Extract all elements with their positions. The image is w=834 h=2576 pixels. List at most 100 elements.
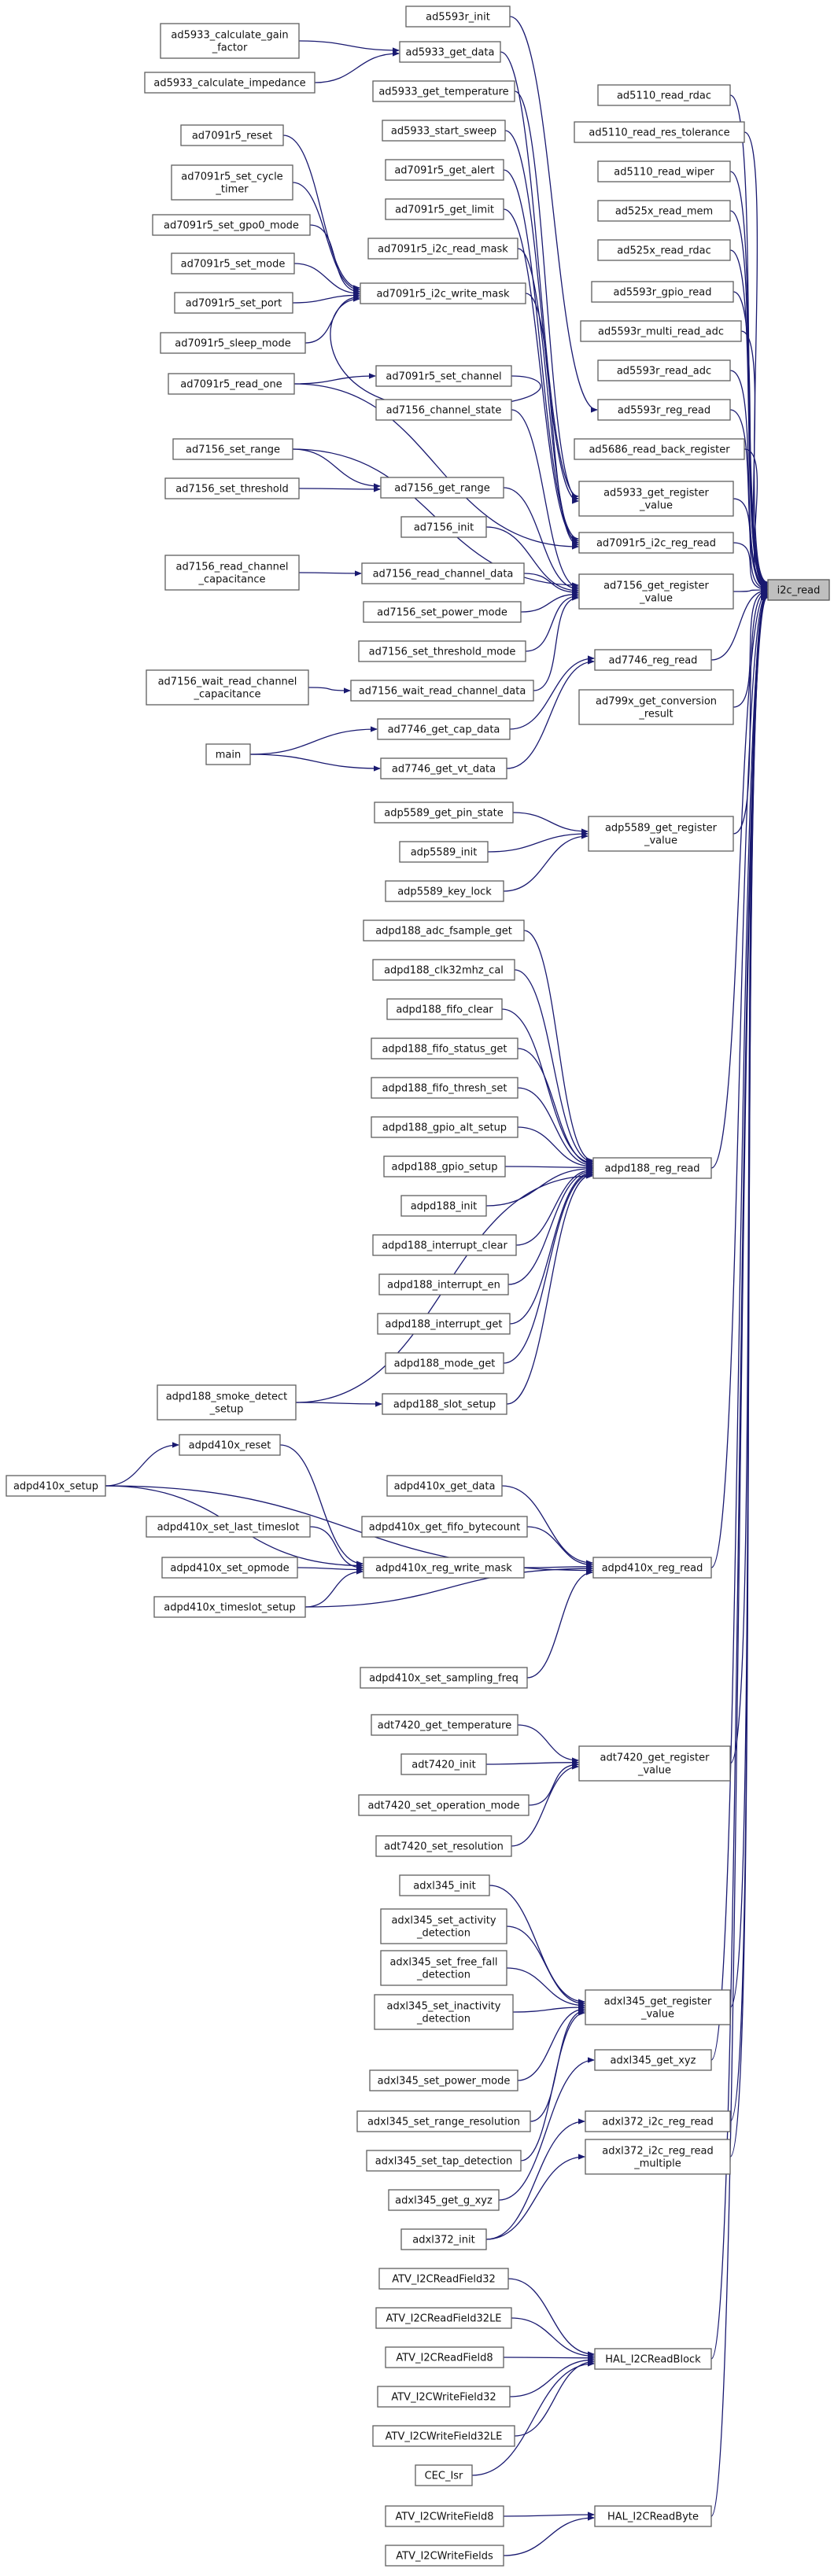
node-adpd188-fifo-status-get[interactable]: adpd188_fifo_status_get (371, 1037, 518, 1060)
node-ad7091r5-get-limit[interactable]: ad7091r5_get_limit (385, 198, 504, 220)
node-adpd410x-setup[interactable]: adpd410x_setup (6, 1475, 106, 1497)
node-ad7746-get-vt-data[interactable]: ad7746_get_vt_data (380, 757, 507, 779)
node-adt7420-set-resolution[interactable]: adt7420_set_resolution (375, 1835, 512, 1857)
node-ad7156-set-range[interactable]: ad7156_set_range (172, 438, 293, 460)
node-adpd410x-set-last-timeslot[interactable]: adpd410x_set_last_timeslot (146, 1516, 311, 1538)
node-adp5589-get-register-value[interactable]: adp5589_get_register_value (588, 816, 734, 852)
node-adxl345-set-activity-detection[interactable]: adxl345_set_activity_detection (380, 1908, 507, 1944)
node-ad7091r5-i2c-read-mask[interactable]: ad7091r5_i2c_read_mask (367, 238, 518, 260)
node-atv-i2creadfield8[interactable]: ATV_I2CReadField8 (385, 2346, 504, 2368)
node-ad799x-get-conversion-result[interactable]: ad799x_get_conversion_result (578, 689, 734, 725)
node-adpd188-interrupt-clear[interactable]: adpd188_interrupt_clear (372, 1234, 517, 1256)
node-ad7091r5-sleep-mode[interactable]: ad7091r5_sleep_mode (160, 332, 306, 354)
node-adxl345-init[interactable]: adxl345_init (399, 1874, 490, 1896)
node-adxl372-init[interactable]: adxl372_init (400, 2228, 487, 2250)
node-adpd410x-set-sampling-freq[interactable]: adpd410x_set_sampling_freq (360, 1667, 528, 1689)
node-ad5593r-gpio-read[interactable]: ad5593r_gpio_read (591, 281, 734, 303)
node-ad5593r-read-adc[interactable]: ad5593r_read_adc (597, 359, 731, 381)
node-ad7156-wait-read-channel-data[interactable]: ad7156_wait_read_channel_data (350, 680, 534, 702)
node-adt7420-init[interactable]: adt7420_init (400, 1753, 487, 1775)
node-adpd188-gpio-alt-setup[interactable]: adpd188_gpio_alt_setup (371, 1116, 518, 1138)
node-adpd410x-reg-read[interactable]: adpd410x_reg_read (592, 1557, 712, 1579)
node-ad7746-reg-read[interactable]: ad7746_reg_read (594, 649, 712, 671)
node-ad7091r5-set-port[interactable]: ad7091r5_set_port (174, 292, 293, 314)
node-adpd410x-get-data[interactable]: adpd410x_get_data (386, 1475, 503, 1497)
node-adt7420-get-register-value[interactable]: adt7420_get_register_value (578, 1745, 731, 1782)
node-adxl345-set-tap-detection[interactable]: adxl345_set_tap_detection (366, 2150, 522, 2172)
node-ad7091r5-set-gpo0-mode[interactable]: ad7091r5_set_gpo0_mode (152, 214, 311, 236)
node-ad5933-get-temperature[interactable]: ad5933_get_temperature (372, 80, 515, 102)
node-adp5589-init[interactable]: adp5589_init (399, 841, 489, 863)
node-ad7156-set-threshold[interactable]: ad7156_set_threshold (164, 477, 300, 499)
node-ad7156-channel-state[interactable]: ad7156_channel_state (375, 399, 512, 421)
node-i2c-read[interactable]: i2c_read (767, 579, 830, 601)
node-adxl345-set-range-resolution[interactable]: adxl345_set_range_resolution (356, 2110, 531, 2132)
node-ad5110-read-rdac[interactable]: ad5110_read_rdac (597, 84, 731, 106)
node-adxl345-set-inactivity-detection[interactable]: adxl345_set_inactivity_detection (374, 1994, 514, 2030)
node-ad7091r5-i2c-reg-read[interactable]: ad7091r5_i2c_reg_read (578, 532, 734, 554)
node-ad7091r5-set-mode[interactable]: ad7091r5_set_mode (171, 252, 295, 275)
node-adpd188-adc-fsample-get[interactable]: adpd188_adc_fsample_get (363, 919, 525, 942)
node-ad7156-read-channel-capacitance[interactable]: ad7156_read_channel_capacitance (164, 555, 300, 591)
node-adxl372-i2c-reg-read[interactable]: adxl372_i2c_reg_read (585, 2110, 731, 2132)
node-atv-i2cwritefield8[interactable]: ATV_I2CWriteField8 (385, 2505, 504, 2527)
node-ad5110-read-wiper[interactable]: ad5110_read_wiper (597, 160, 731, 182)
node-ad5686-read-back-register[interactable]: ad5686_read_back_register (574, 438, 745, 460)
node-ad7091r5-set-channel[interactable]: ad7091r5_set_channel (375, 365, 512, 387)
node-adp5589-key-lock[interactable]: adp5589_key_lock (385, 880, 504, 902)
node-ad7156-wait-read-channel-capacitance[interactable]: ad7156_wait_read_channel_capacitance (146, 669, 309, 706)
node-adpd188-slot-setup[interactable]: adpd188_slot_setup (382, 1393, 507, 1415)
node-ad7091r5-get-alert[interactable]: ad7091r5_get_alert (385, 159, 504, 181)
node-adt7420-get-temperature[interactable]: adt7420_get_temperature (371, 1714, 518, 1736)
node-adpd188-interrupt-get[interactable]: adpd188_interrupt_get (377, 1313, 511, 1335)
node-adpd188-gpio-setup[interactable]: adpd188_gpio_setup (383, 1155, 506, 1177)
node-atv-i2creadfield32[interactable]: ATV_I2CReadField32 (378, 2268, 509, 2290)
node-adpd188-reg-read[interactable]: adpd188_reg_read (592, 1157, 712, 1179)
node-adxl345-get-xyz[interactable]: adxl345_get_xyz (594, 2049, 712, 2071)
node-ad7091r5-read-one[interactable]: ad7091r5_read_one (168, 373, 295, 395)
node-adpd188-fifo-clear[interactable]: adpd188_fifo_clear (386, 998, 503, 1020)
node-ad5933-start-sweep[interactable]: ad5933_start_sweep (382, 120, 506, 142)
node-ad7746-get-cap-data[interactable]: ad7746_get_cap_data (377, 718, 511, 740)
node-adpd188-init[interactable]: adpd188_init (400, 1195, 487, 1217)
node-ad7091r5-set-cycle-timer[interactable]: ad7091r5_set_cycle_timer (171, 164, 293, 201)
node-adpd410x-reset[interactable]: adpd410x_reset (179, 1434, 281, 1456)
node-hal-i2creadblock[interactable]: HAL_I2CReadBlock (594, 2348, 712, 2370)
node-ad7156-set-threshold-mode[interactable]: ad7156_set_threshold_mode (358, 640, 526, 662)
node-adpd188-smoke-detect-setup[interactable]: adpd188_smoke_detect_setup (157, 1384, 297, 1421)
node-atv-i2creadfield32le[interactable]: ATV_I2CReadField32LE (375, 2307, 512, 2329)
node-adpd188-mode-get[interactable]: adpd188_mode_get (385, 1352, 504, 1374)
node-adpd188-interrupt-en[interactable]: adpd188_interrupt_en (378, 1273, 509, 1295)
node-atv-i2cwritefield32[interactable]: ATV_I2CWriteField32 (377, 2386, 511, 2408)
node-adt7420-set-operation-mode[interactable]: adt7420_set_operation_mode (358, 1794, 530, 1816)
node-hal-i2creadbyte[interactable]: HAL_I2CReadByte (594, 2505, 712, 2527)
node-adxl345-get-g-xyz[interactable]: adxl345_get_g_xyz (388, 2189, 500, 2211)
node-ad7156-get-register-value[interactable]: ad7156_get_register_value (578, 573, 734, 610)
node-ad7156-set-power-mode[interactable]: ad7156_set_power_mode (363, 601, 522, 623)
node-adpd188-fifo-thresh-set[interactable]: adpd188_fifo_thresh_set (371, 1077, 518, 1099)
node-ad7156-init[interactable]: ad7156_init (400, 516, 487, 538)
node-atv-i2cwritefield32le[interactable]: ATV_I2CWriteField32LE (372, 2425, 515, 2447)
node-ad5933-get-register-value[interactable]: ad5933_get_register_value (578, 481, 734, 517)
node-ad5933-calculate-gain-factor[interactable]: ad5933_calculate_gain_factor (160, 23, 300, 59)
node-adxl345-set-power-mode[interactable]: adxl345_set_power_mode (369, 2069, 518, 2091)
node-ad7091r5-reset[interactable]: ad7091r5_reset (180, 124, 284, 146)
node-atv-i2cwritefields[interactable]: ATV_I2CWriteFields (385, 2545, 504, 2567)
node-adpd410x-get-fifo-bytecount[interactable]: adpd410x_get_fifo_bytecount (361, 1516, 528, 1538)
node-ad5110-read-res-tolerance[interactable]: ad5110_read_res_tolerance (574, 121, 745, 143)
node-ad7156-get-range[interactable]: ad7156_get_range (380, 477, 504, 499)
node-adpd410x-set-opmode[interactable]: adpd410x_set_opmode (161, 1557, 298, 1579)
node-ad5933-calculate-impedance[interactable]: ad5933_calculate_impedance (144, 72, 316, 94)
node-main[interactable]: main (205, 743, 251, 765)
node-adpd410x-reg-write-mask[interactable]: adpd410x_reg_write_mask (363, 1557, 525, 1579)
node-ad525x-read-rdac[interactable]: ad525x_read_rdac (597, 239, 731, 261)
node-ad7156-read-channel-data[interactable]: ad7156_read_channel_data (361, 562, 525, 584)
node-cec-isr[interactable]: CEC_Isr (415, 2464, 473, 2486)
node-ad5593r-multi-read-adc[interactable]: ad5593r_multi_read_adc (580, 320, 742, 342)
node-adpd188-clk32mhz-cal[interactable]: adpd188_clk32mhz_cal (372, 959, 515, 981)
node-ad525x-read-mem[interactable]: ad525x_read_mem (597, 200, 731, 222)
node-ad5933-get-data[interactable]: ad5933_get_data (399, 41, 501, 63)
node-adxl345-set-free-fall-detection[interactable]: adxl345_set_free_fall_detection (380, 1950, 507, 1986)
node-ad5593r-reg-read[interactable]: ad5593r_reg_read (597, 399, 731, 421)
node-adxl345-get-register-value[interactable]: adxl345_get_register_value (585, 1989, 731, 2025)
